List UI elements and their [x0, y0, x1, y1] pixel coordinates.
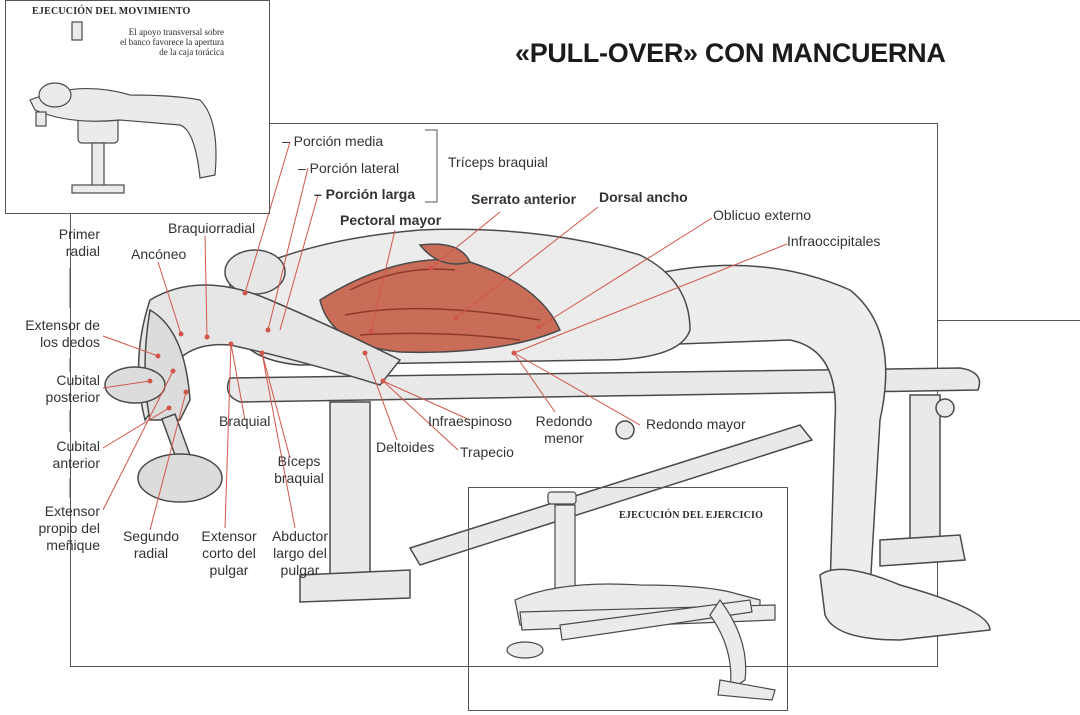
label-braquiorradial: Braquiorradial	[168, 220, 256, 236]
label-redondo-menor: Redondo menor	[532, 413, 596, 447]
label-extensor-dedos-line-1: Extensor de	[25, 317, 100, 333]
bench-knob-1	[615, 420, 635, 440]
label-extensor-pulgar-line-1: Extensor	[201, 528, 257, 544]
bench-back-leg	[909, 394, 941, 546]
label-biceps-braquial: Bíceps braquial	[264, 453, 334, 487]
bench-knob-2	[935, 398, 955, 418]
inset-movement-figure	[29, 21, 217, 194]
label-extensor-dedos: Extensor de los dedos	[20, 317, 100, 351]
inset-exercise-figure	[506, 491, 776, 701]
label-extensor-pulgar-line-2: corto del	[202, 545, 256, 561]
inset-note-line-2: el banco favorece la apertura	[120, 37, 224, 47]
thigh-leg	[649, 264, 887, 591]
label-oblicuo-externo: Oblicuo externo	[713, 207, 812, 223]
muscle-serrato	[418, 243, 472, 265]
label-cubital-posterior-line-2: posterior	[45, 389, 100, 405]
label-deltoides: Deltoides	[376, 439, 435, 455]
label-redondo-menor-line-1: Redondo	[535, 413, 593, 429]
label-redondo-mayor: Redondo mayor	[646, 416, 746, 432]
bench	[226, 367, 981, 603]
inset-movement-title: EJECUCIÓN DEL MOVIMIENTO	[32, 6, 191, 17]
inset-exercise-title: EJECUCIÓN DEL EJERCICIO	[619, 510, 764, 521]
bench-front-leg	[329, 401, 371, 578]
inset-exercise: EJECUCIÓN DEL EJERCICIO	[468, 487, 788, 711]
label-cubital-anterior-line-2: anterior	[52, 455, 100, 471]
bench-pad	[226, 367, 981, 403]
label-extensor-menique-line-2: propio del	[38, 520, 101, 536]
foot-sandal	[819, 568, 991, 641]
label-braquial: Braquial	[219, 413, 271, 429]
inset-movement-note: El apoyo transversal sobre el banco favo…	[54, 27, 224, 57]
label-porcion-larga: – Porción larga	[314, 186, 416, 202]
label-infraespinoso: Infraespinoso	[428, 413, 513, 429]
bench-back-foot	[879, 534, 966, 567]
bench-front-foot	[299, 569, 411, 603]
label-segundo-radial-line-2: radial	[133, 545, 169, 561]
label-biceps-line-2: braquial	[274, 470, 324, 486]
inset-movement: EJECUCIÓN DEL MOVIMIENTO El apoyo transv…	[5, 0, 270, 214]
label-infraoccipitales: Infraoccipitales	[787, 233, 881, 249]
muscle-fibers-3	[359, 332, 521, 341]
label-trapecio: Trapecio	[460, 444, 514, 460]
dumbbell	[104, 366, 223, 503]
label-redondo-menor-line-2: menor	[544, 430, 584, 446]
label-segundo-radial-line-1: Segundo	[122, 528, 180, 544]
label-abductor-pulgar-line-3: pulgar	[280, 562, 320, 578]
label-cubital-anterior: Cubital anterior	[30, 438, 100, 472]
label-extensor-menique: Extensor propio del meñique	[20, 503, 101, 554]
label-abductor-pulgar-line-2: largo del	[273, 545, 327, 561]
label-porcion-media: – Porción media	[282, 133, 384, 149]
muscle-fibers-1	[349, 268, 456, 291]
main-frame-top	[270, 123, 937, 124]
inset-note-line-1: El apoyo transversal sobre	[128, 27, 224, 37]
label-extensor-menique-line-1: Extensor	[44, 503, 100, 519]
muscle-fibers-2	[344, 307, 541, 321]
label-biceps-line-1: Bíceps	[277, 453, 321, 469]
legs	[649, 264, 991, 641]
main-frame-right-ledge	[937, 320, 1080, 321]
upper-arms	[137, 284, 402, 422]
label-porcion-lateral: – Porción lateral	[298, 160, 400, 176]
bench-rail	[408, 424, 814, 566]
label-extensor-menique-line-3: meñique	[46, 537, 100, 553]
inset-note-line-3: de la caja torácica	[159, 47, 224, 57]
head	[224, 249, 286, 295]
label-extensor-pulgar: Extensor corto del pulgar	[192, 528, 266, 579]
label-triceps: Tríceps braquial	[448, 154, 548, 170]
torso	[229, 228, 691, 366]
dumbbell-plate-top	[104, 366, 166, 404]
label-primer-radial-line-1: Primer	[58, 226, 100, 242]
dumbbell-plate-bottom	[137, 453, 223, 503]
label-primer-radial: Primer radial	[40, 226, 100, 260]
label-abductor-pulgar: Abductor largo del pulgar	[262, 528, 338, 579]
label-cubital-posterior-line-1: Cubital	[56, 372, 100, 388]
label-pectoral-mayor: Pectoral mayor	[340, 212, 442, 228]
page-title: «PULL-OVER» CON MANCUERNA	[515, 38, 946, 68]
main-frame-left	[70, 213, 71, 666]
label-anconeo: Ancóneo	[131, 246, 187, 262]
label-cubital-posterior: Cubital posterior	[30, 372, 100, 406]
label-abductor-pulgar-line-1: Abductor	[271, 528, 329, 544]
label-segundo-radial: Segundo radial	[116, 528, 186, 562]
label-serrato-anterior: Serrato anterior	[471, 191, 577, 207]
label-primer-radial-line-2: radial	[65, 243, 100, 259]
leader-lines	[102, 141, 788, 531]
triceps-bracket	[425, 129, 438, 203]
label-extensor-pulgar-line-3: pulgar	[209, 562, 249, 578]
label-extensor-dedos-line-2: los dedos	[40, 334, 100, 350]
label-dorsal-ancho: Dorsal ancho	[599, 189, 688, 205]
label-cubital-anterior-line-1: Cubital	[56, 438, 100, 454]
